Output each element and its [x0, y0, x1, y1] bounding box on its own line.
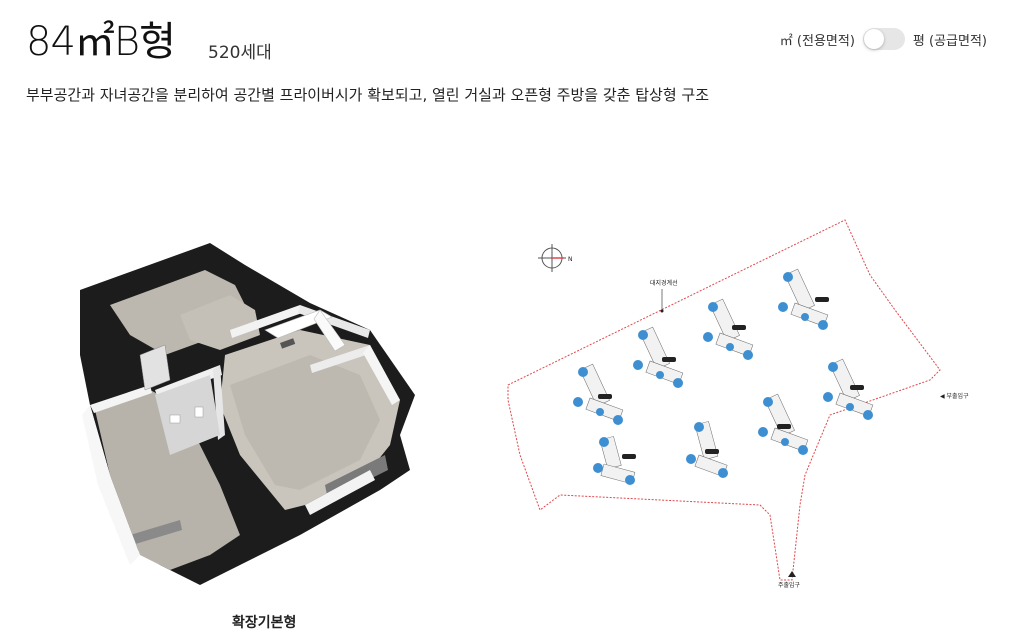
floor-plan-3d [70, 235, 450, 590]
site-plan: N 대지경계선 [500, 215, 980, 595]
floor-plan-caption: 확장기본형 [232, 615, 297, 631]
unit-label-pyeong[interactable]: 평 (공급면적) [912, 33, 987, 49]
page-title: 84㎡B형 [26, 19, 176, 65]
site-boundary [507, 219, 941, 581]
boundary-label: 대지경계선 [650, 279, 678, 287]
entrance-right-label: ◀ 부출입구 [940, 392, 969, 400]
site-plan-image: N 대지경계선 [507, 219, 969, 589]
building-group [573, 268, 874, 485]
compass-icon: N [538, 244, 573, 272]
households-count: 520세대 [208, 43, 272, 63]
switch-knob [863, 29, 884, 49]
entrance-bottom-label: 주출입구 [778, 581, 801, 589]
compass-label: N [568, 256, 573, 263]
area-unit-toggle: ㎡ (전용면적) 평 (공급면적) [780, 28, 987, 50]
floor-plan-image [80, 243, 415, 585]
plan-description: 부부공간과 자녀공간을 분리하여 공간별 프라이버시가 확보되고, 열린 거실과… [26, 86, 709, 104]
entrance-bottom-marker [788, 571, 796, 577]
unit-label-sqm[interactable]: ㎡ (전용면적) [779, 33, 855, 49]
unit-switch[interactable] [862, 28, 905, 50]
